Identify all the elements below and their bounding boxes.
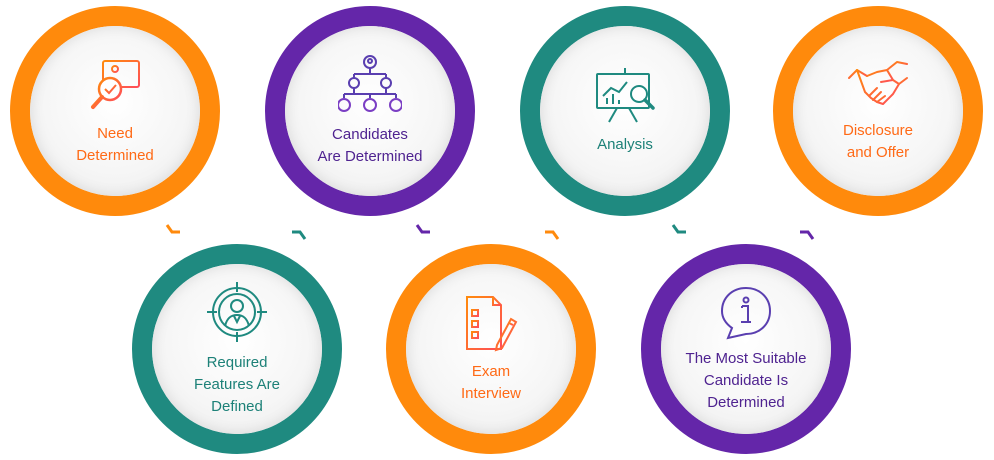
step-analysis: Analysis (520, 6, 730, 216)
step-analysis-inner: Analysis (540, 26, 710, 196)
step-disclosure-offer-inner: Disclosure and Offer (793, 26, 963, 196)
step-label-line: Features Are (194, 376, 280, 393)
step-label-line: Defined (211, 398, 263, 415)
step-label-line: Candidate Is (703, 372, 789, 389)
info-bubble-icon (720, 286, 772, 340)
step-need-determined-inner: Need Determined (30, 26, 200, 196)
presentation-chart-icon (596, 68, 655, 123)
step-label-line: Determined (76, 147, 154, 164)
checklist-pencil-icon (466, 296, 518, 352)
step-label-line: The Most Suitable (685, 350, 807, 367)
step-candidates-determined-inner: Candidates Are Determined (285, 26, 455, 196)
step-most-suitable: The Most Suitable Candidate Is Determine… (641, 244, 851, 454)
step-exam-interview: Exam Interview (386, 244, 596, 454)
step-label-line: Disclosure (842, 122, 914, 139)
step-most-suitable-inner: The Most Suitable Candidate Is Determine… (661, 264, 831, 434)
step-label-line: Need (97, 125, 133, 142)
step-label: Analysis (560, 134, 690, 156)
document-search-icon (91, 60, 140, 109)
step-label-line: Analysis (597, 136, 653, 153)
step-candidates-determined: Candidates Are Determined (265, 6, 475, 216)
step-label: Candidates Are Determined (305, 124, 435, 168)
step-required-features: Required Features Are Defined (132, 244, 342, 454)
step-label: Disclosure and Offer (813, 120, 943, 164)
step-label-line: Candidates (332, 126, 408, 143)
connector-chevron-icon (165, 224, 180, 234)
step-label: Exam Interview (426, 361, 556, 405)
connector-chevron-icon (800, 230, 815, 240)
connector-chevron-icon (292, 230, 307, 240)
target-person-icon (207, 282, 267, 342)
step-exam-interview-inner: Exam Interview (406, 264, 576, 434)
step-label-line: Are Determined (317, 148, 423, 165)
step-label-line: Interview (460, 385, 522, 402)
handshake-icon (848, 61, 908, 105)
step-label-line: and Offer (846, 144, 910, 161)
step-required-features-inner: Required Features Are Defined (152, 264, 322, 434)
connector-chevron-icon (415, 224, 430, 234)
step-need-determined: Need Determined (10, 6, 220, 216)
step-label-line: Exam (471, 363, 511, 380)
connector-chevron-icon (671, 224, 686, 234)
step-label-line: Required (206, 354, 268, 371)
step-label-line: Determined (707, 394, 785, 411)
org-chart-icon (338, 55, 402, 112)
connector-chevron-icon (545, 230, 560, 240)
step-disclosure-offer: Disclosure and Offer (773, 6, 983, 216)
step-label: Required Features Are Defined (172, 352, 302, 418)
step-label: Need Determined (50, 123, 180, 167)
step-label: The Most Suitable Candidate Is Determine… (671, 348, 821, 414)
